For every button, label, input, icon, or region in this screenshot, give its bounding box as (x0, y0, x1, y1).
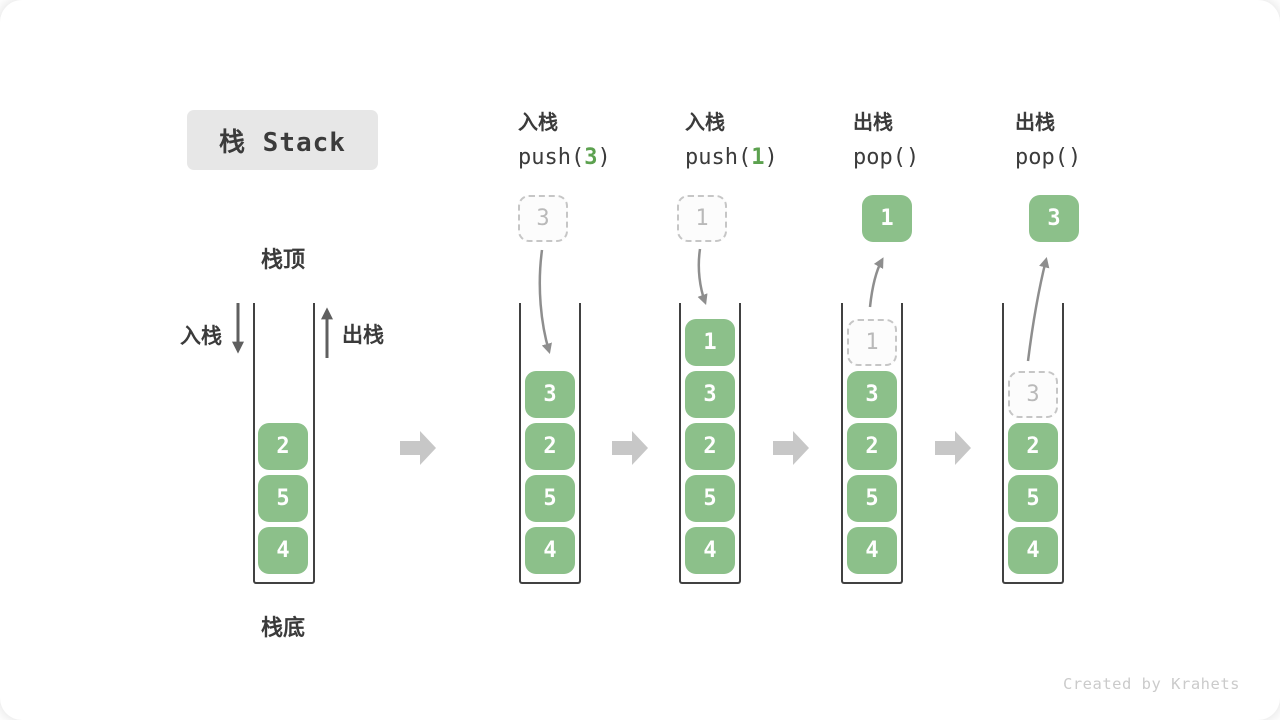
ghost-cell: 1 (847, 319, 897, 366)
op-call: pop() (853, 145, 920, 170)
stack-cell: 3 (525, 371, 575, 418)
stack-container (519, 303, 581, 584)
stack-cell: 2 (1008, 423, 1058, 470)
credit-text: Created by Krahets (1063, 675, 1240, 693)
push-side-label: 入栈 (180, 324, 222, 348)
floating-value: 1 (677, 195, 727, 242)
stack-cell: 2 (685, 423, 735, 470)
stack-cell: 2 (525, 423, 575, 470)
column-header-pop1: 出栈 pop() (853, 106, 919, 170)
stack-cell: 4 (685, 527, 735, 574)
op-label: 入栈 (685, 110, 725, 134)
stack-container (1002, 303, 1064, 584)
stack-top-label: 栈顶 (260, 248, 305, 273)
stack-cell: 4 (847, 527, 897, 574)
stack-cell: 5 (1008, 475, 1058, 522)
stack-container (679, 303, 741, 584)
pop-side-label: 出栈 (342, 323, 384, 347)
stack-cell: 2 (847, 423, 897, 470)
ghost-cell: 3 (1008, 371, 1058, 418)
column-header-pop3: 出栈 pop() (1015, 106, 1081, 170)
op-label: 出栈 (1015, 110, 1055, 134)
floating-value: 3 (518, 195, 568, 242)
column-header-push1: 入栈 push(1) (685, 106, 778, 170)
op-call: push(1) (685, 145, 778, 170)
floating-value: 1 (862, 195, 912, 242)
stack-cell: 2 (258, 423, 308, 470)
op-label: 出栈 (853, 110, 893, 134)
stack-cell: 5 (685, 475, 735, 522)
stack-cell: 4 (258, 527, 308, 574)
stack-cell: 5 (525, 475, 575, 522)
stack-cell: 4 (525, 527, 575, 574)
stack-cell: 4 (1008, 527, 1058, 574)
stack-cell: 5 (847, 475, 897, 522)
stack-cell: 1 (685, 319, 735, 366)
title-badge: 栈 Stack (187, 110, 378, 170)
floating-value: 3 (1029, 195, 1079, 242)
column-header-push3: 入栈 push(3) (518, 106, 611, 170)
stack-cell: 3 (685, 371, 735, 418)
stack-cell: 3 (847, 371, 897, 418)
op-label: 入栈 (518, 110, 558, 134)
stack-bottom-label: 栈底 (260, 616, 305, 641)
stack-cell: 5 (258, 475, 308, 522)
stack-container (253, 303, 315, 584)
op-call: push(3) (518, 145, 611, 170)
op-call: pop() (1015, 145, 1082, 170)
stack-container (841, 303, 903, 584)
